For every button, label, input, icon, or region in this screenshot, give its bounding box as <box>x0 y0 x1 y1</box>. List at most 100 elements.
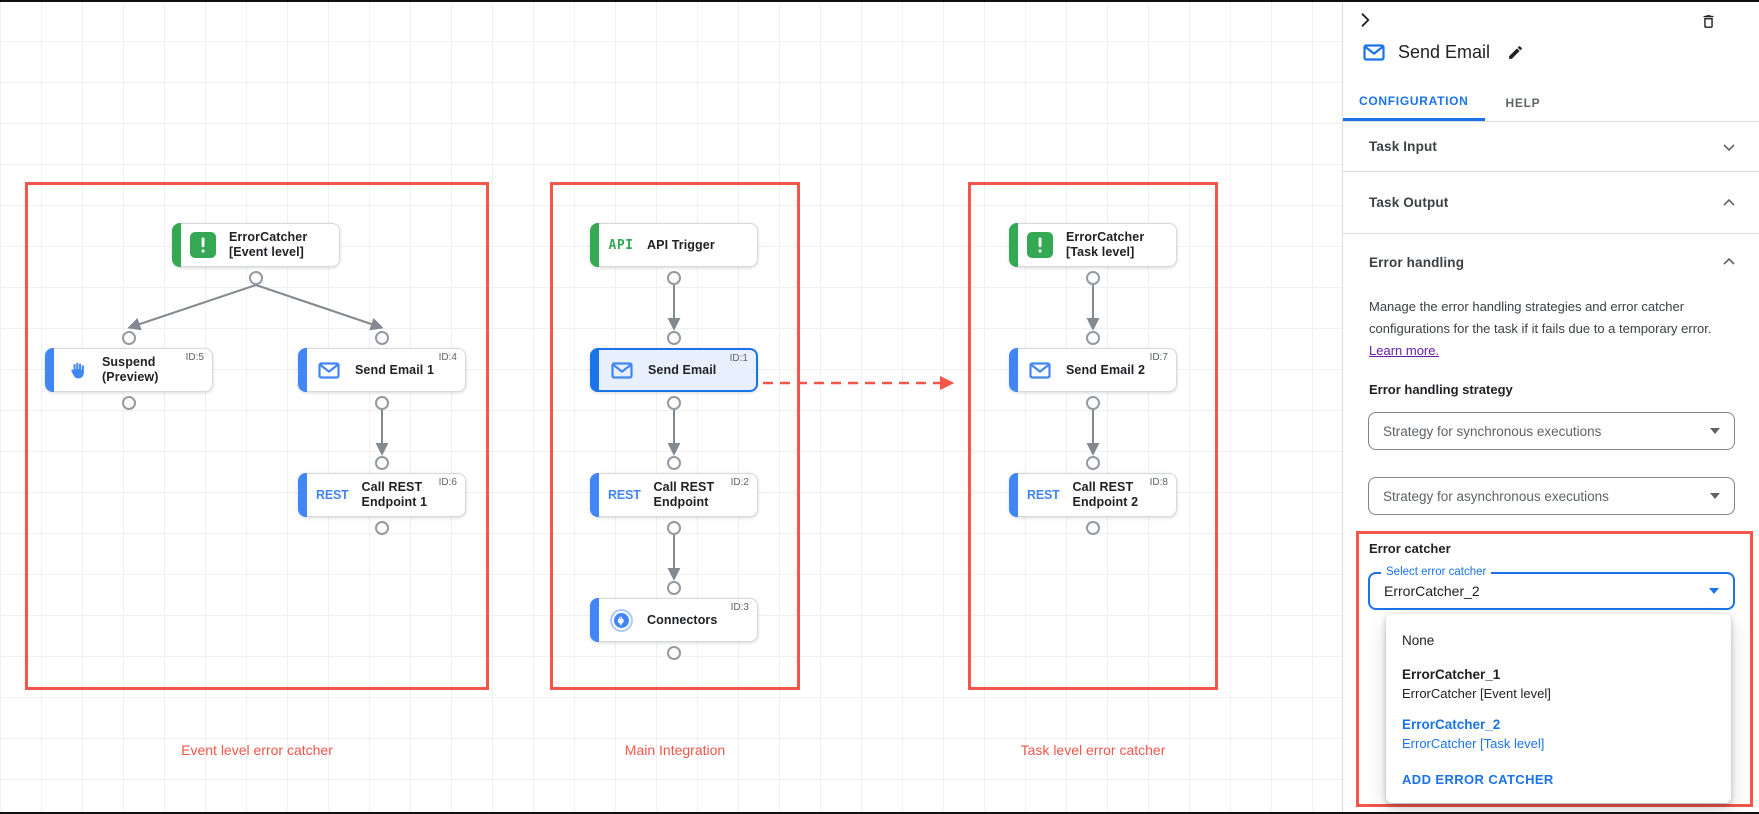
section-task-output[interactable]: Task Output <box>1343 172 1759 234</box>
window-frame-top <box>0 0 1759 2</box>
error-handling-description-text: Manage the error handling strategies and… <box>1369 299 1712 336</box>
node-accent-bar <box>298 473 307 517</box>
chevron-up-icon <box>1719 252 1739 272</box>
chevron-up-icon <box>1719 193 1739 213</box>
menu-item-name: ErrorCatcher_1 <box>1402 667 1501 682</box>
async-strategy-value: Strategy for asynchronous executions <box>1383 488 1609 504</box>
task-title: Send Email <box>1398 42 1491 62</box>
window-frame-bottom <box>0 812 1759 814</box>
node-label: Send Email <box>648 362 717 377</box>
error-catcher-label: Error catcher <box>1369 541 1451 556</box>
error-handling-description: Manage the error handling strategies and… <box>1369 296 1733 362</box>
edit-title-icon[interactable] <box>1507 44 1524 61</box>
menu-item-none[interactable]: None <box>1402 633 1435 648</box>
error-catcher-highlight-outline <box>1356 531 1753 807</box>
node-api-trigger[interactable]: API API Trigger <box>590 223 758 267</box>
node-label: Connectors <box>647 612 718 627</box>
error-icon <box>1027 232 1053 258</box>
group-outline-main <box>550 182 800 690</box>
rest-icon: REST <box>608 488 641 502</box>
chevron-down-icon <box>1719 137 1739 157</box>
section-error-handling-label: Error handling <box>1369 254 1465 270</box>
hand-icon <box>63 360 89 381</box>
node-accent-bar <box>590 348 599 392</box>
group-outline-event-level <box>25 182 489 690</box>
section-task-input-label: Task Input <box>1369 139 1438 154</box>
section-task-output-label: Task Output <box>1369 195 1449 210</box>
rest-icon: REST <box>1027 488 1060 502</box>
error-handling-strategy-label: Error handling strategy <box>1369 382 1513 397</box>
node-label: Call REST Endpoint 2 <box>1072 480 1139 509</box>
node-id-badge: ID:4 <box>438 352 457 363</box>
connector-icon <box>608 608 634 633</box>
node-accent-bar <box>590 598 599 642</box>
menu-item-errorcatcher-2[interactable]: ErrorCatcher_2 ErrorCatcher [Task level] <box>1386 709 1731 759</box>
node-id-badge: ID:6 <box>438 477 457 488</box>
dropdown-caret-icon <box>1709 588 1719 594</box>
node-label: ErrorCatcher [Task level] <box>1066 230 1145 259</box>
node-id-badge: ID:8 <box>1149 477 1168 488</box>
group-label-task-level: Task level error catcher <box>1020 742 1166 758</box>
sync-strategy-select[interactable]: Strategy for synchronous executions <box>1368 412 1735 450</box>
node-accent-bar <box>298 348 307 392</box>
delete-task-icon[interactable] <box>1700 12 1717 36</box>
mail-icon <box>316 361 342 379</box>
node-connectors[interactable]: Connectors ID:3 <box>590 598 758 642</box>
node-accent-bar <box>1009 223 1018 267</box>
tab-configuration[interactable]: CONFIGURATION <box>1343 84 1485 121</box>
node-id-badge: ID:2 <box>730 477 749 488</box>
mail-icon <box>1027 361 1053 379</box>
node-label: ErrorCatcher [Event level] <box>229 230 308 259</box>
node-error-catcher-event[interactable]: ErrorCatcher [Event level] <box>172 223 340 267</box>
sync-strategy-value: Strategy for synchronous executions <box>1383 423 1602 439</box>
node-label: API Trigger <box>647 237 715 252</box>
node-suspend[interactable]: Suspend (Preview)ID:5 <box>45 348 213 392</box>
error-catcher-select[interactable]: Select error catcher ErrorCatcher_2 <box>1368 566 1735 610</box>
async-strategy-select[interactable]: Strategy for asynchronous executions <box>1368 477 1735 515</box>
add-error-catcher-button[interactable]: ADD ERROR CATCHER <box>1402 772 1554 787</box>
error-catcher-select-value: ErrorCatcher_2 <box>1384 583 1480 599</box>
node-accent-bar <box>1009 348 1018 392</box>
error-icon <box>190 232 216 258</box>
api-icon: API <box>608 237 634 253</box>
node-error-catcher-task[interactable]: ErrorCatcher [Task level] <box>1009 223 1177 267</box>
task-config-panel: Send Email CONFIGURATION HELP Task Input… <box>1342 0 1759 814</box>
node-accent-bar <box>45 348 54 392</box>
node-accent-bar <box>1009 473 1018 517</box>
node-accent-bar <box>172 223 181 267</box>
rest-icon: REST <box>316 488 349 502</box>
mail-icon <box>609 361 635 379</box>
collapse-panel-icon[interactable] <box>1355 10 1375 35</box>
node-id-badge: ID:3 <box>730 602 749 613</box>
node-label: Call REST Endpoint 1 <box>361 480 428 509</box>
error-catcher-menu: None ErrorCatcher_1 ErrorCatcher [Event … <box>1386 614 1731 803</box>
dropdown-caret-icon <box>1710 493 1720 499</box>
mail-icon <box>1363 44 1385 61</box>
menu-item-errorcatcher-1[interactable]: ErrorCatcher_1 ErrorCatcher [Event level… <box>1386 659 1731 709</box>
node-send-email[interactable]: Send Email ID:1 <box>590 348 758 392</box>
node-id-badge: ID:7 <box>1149 352 1168 363</box>
dropdown-caret-icon <box>1710 428 1720 434</box>
node-accent-bar <box>590 223 599 267</box>
learn-more-link[interactable]: Learn more. <box>1369 343 1440 358</box>
node-call-rest-endpoint-2[interactable]: REST Call REST Endpoint 2 ID:8 <box>1009 473 1177 517</box>
section-task-input[interactable]: Task Input <box>1343 122 1759 172</box>
group-outline-task-level <box>968 182 1218 690</box>
error-catcher-select-floating-label: Select error catcher <box>1381 566 1492 578</box>
tab-help[interactable]: HELP <box>1505 95 1541 110</box>
node-id-badge: ID:1 <box>729 353 748 364</box>
menu-item-desc: ErrorCatcher [Task level] <box>1402 736 1545 751</box>
group-label-main: Main Integration <box>624 742 726 758</box>
node-label: Send Email 2 <box>1066 362 1146 377</box>
panel-tabs: CONFIGURATION HELP <box>1343 84 1759 122</box>
task-title-row: Send Email <box>1363 42 1524 63</box>
node-accent-bar <box>590 473 599 517</box>
section-error-handling[interactable]: Error handling <box>1343 234 1759 290</box>
node-label: Suspend (Preview) <box>102 355 159 384</box>
node-call-rest-endpoint-1[interactable]: REST Call REST Endpoint 1 ID:6 <box>298 473 466 517</box>
